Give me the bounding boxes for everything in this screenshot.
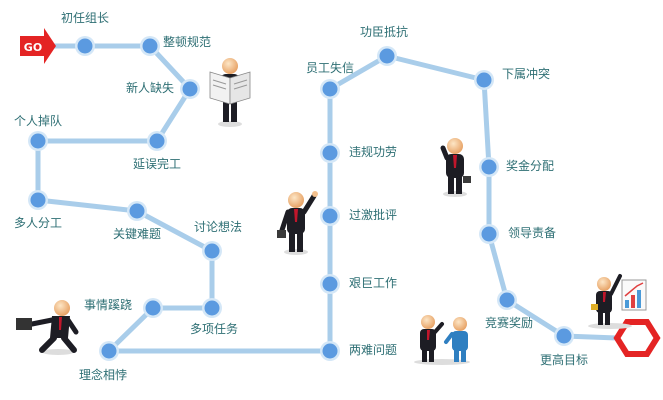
go-arrow-shape: [20, 28, 56, 64]
node-dot: [481, 226, 497, 242]
node-dot: [182, 81, 198, 97]
running-man-icon: [16, 300, 79, 355]
node-dot: [476, 72, 492, 88]
stage-node-n18: 下属冲突: [474, 66, 550, 90]
stage-node-n21: 竞赛奖励: [485, 290, 533, 330]
stage-label: 多人分工: [14, 216, 62, 230]
stage-label: 下属冲突: [502, 66, 550, 81]
node-dot: [481, 159, 497, 175]
stage-node-n6: 多人分工: [14, 190, 62, 230]
stage-label: 理念相悖: [79, 367, 127, 382]
node-dot: [77, 38, 93, 54]
node-dot: [145, 300, 161, 316]
node-dot: [30, 133, 46, 149]
stage-node-n3: 新人缺失: [126, 79, 200, 99]
waving-man-icon: [277, 191, 318, 255]
stage-node-n14: 过激批评: [320, 206, 397, 226]
go-start-marker: GO: [20, 28, 56, 64]
stage-node-n22: 更高目标: [540, 326, 588, 367]
node-dot: [204, 300, 220, 316]
end-marker: [613, 319, 661, 357]
stage-node-n20: 领导责备: [479, 224, 556, 244]
stage-node-n1: 初任组长: [61, 11, 109, 56]
stage-node-n8: 讨论想法: [194, 219, 242, 261]
stage-node-n4: 延误完工: [133, 131, 181, 171]
stage-label: 初任组长: [61, 11, 109, 25]
node-dot: [322, 208, 338, 224]
node-dot: [142, 38, 158, 54]
node-dot: [556, 328, 572, 344]
node-dot: [499, 292, 515, 308]
stage-node-n10: 事情蹊跷: [84, 297, 163, 318]
stage-label: 领导责备: [508, 226, 556, 240]
stage-node-n11: 理念相悖: [79, 341, 127, 382]
node-dot: [322, 81, 338, 97]
presenting-chart-man-icon: [588, 274, 647, 329]
stage-node-n19: 奖金分配: [479, 157, 554, 177]
stage-label: 员工失信: [306, 60, 354, 75]
stage-label: 整顿规范: [163, 34, 211, 49]
node-dot: [322, 145, 338, 161]
node-dot: [30, 192, 46, 208]
hexagon-icon: [613, 319, 661, 357]
stage-node-n15: 违规功劳: [320, 143, 397, 163]
stage-node-n16: 员工失信: [306, 60, 354, 99]
stage-label: 多项任务: [190, 321, 238, 336]
node-dot: [204, 243, 220, 259]
stage-node-n7: 关键难题: [113, 201, 161, 241]
stage-label: 讨论想法: [194, 219, 242, 234]
node-dot: [101, 343, 117, 359]
stage-label: 新人缺失: [126, 80, 174, 95]
two-men-talking-icon: [414, 315, 470, 365]
node-dot: [322, 343, 338, 359]
node-dot: [379, 48, 395, 64]
stage-label: 更高目标: [540, 352, 588, 367]
stage-node-n9: 多项任务: [190, 298, 238, 336]
node-dot: [322, 276, 338, 292]
stage-label: 事情蹊跷: [84, 297, 132, 312]
node-dot: [149, 133, 165, 149]
stage-label: 延误完工: [133, 156, 181, 171]
node-dot: [129, 203, 145, 219]
stage-label: 功臣抵抗: [360, 24, 408, 39]
stage-label: 竞赛奖励: [485, 315, 533, 330]
go-label: GO: [24, 41, 42, 54]
stage-node-n13: 艰巨工作: [320, 274, 397, 294]
phone-call-man-icon: [440, 138, 471, 197]
stage-node-n17: 功臣抵抗: [360, 24, 408, 66]
stage-label: 违规功劳: [349, 144, 397, 159]
reading-newspaper-man-icon: [209, 58, 251, 127]
stage-label: 奖金分配: [506, 158, 554, 173]
stage-label: 关键难题: [113, 227, 161, 241]
stage-node-n12: 两难问题: [320, 341, 397, 361]
stage-node-n5: 个人掉队: [14, 113, 62, 151]
stage-label: 两难问题: [349, 343, 397, 357]
stage-label: 过激批评: [349, 207, 397, 222]
stage-label: 个人掉队: [14, 113, 62, 128]
stage-node-n2: 整顿规范: [140, 34, 211, 56]
stage-label: 艰巨工作: [349, 276, 397, 290]
